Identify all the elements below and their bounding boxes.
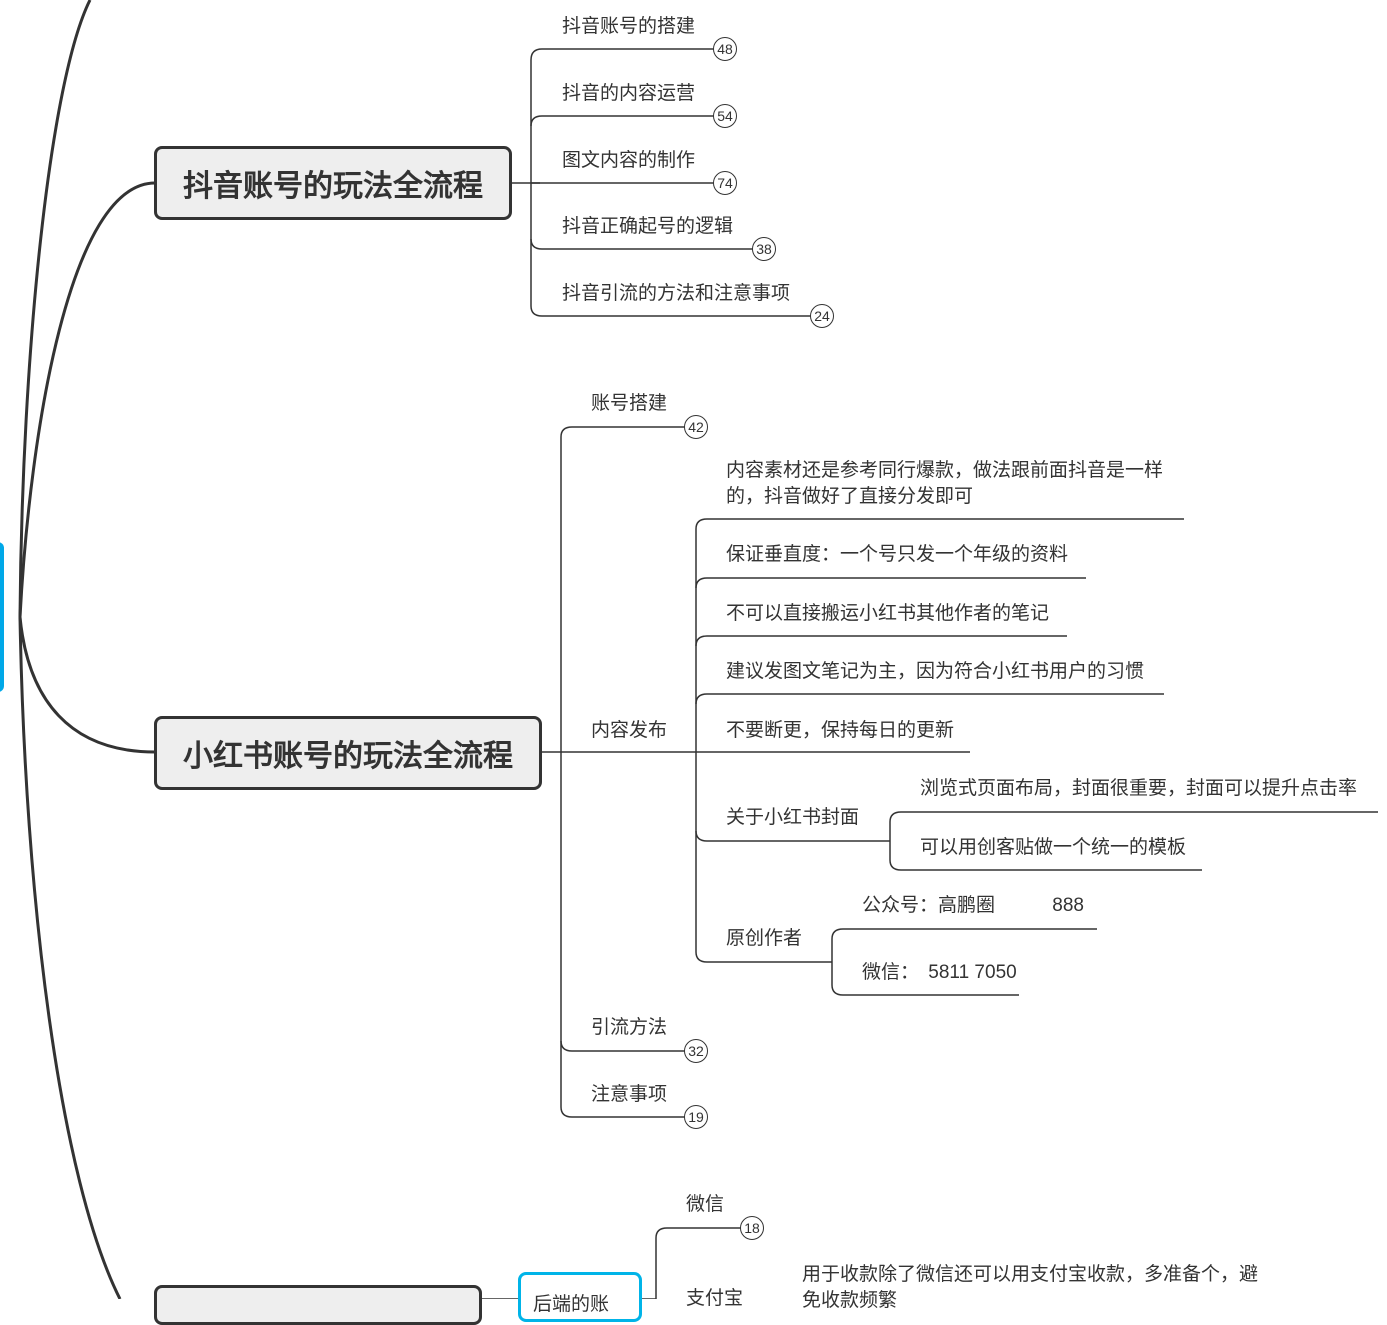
- author-wechat-label: 微信：: [862, 962, 920, 983]
- backend-account-label: 后端的账号: [533, 1294, 610, 1315]
- topic-douyin-title: 抖音账号的玩法全流程: [183, 170, 483, 203]
- douyin-item-5[interactable]: 抖音引流的方法和注意事项: [562, 283, 791, 304]
- xhs-content-publish[interactable]: 内容发布: [591, 720, 668, 741]
- author-gzh-value: 888: [1052, 895, 1084, 916]
- count-badge[interactable]: 18: [740, 1216, 764, 1240]
- alipay-note[interactable]: 用于收款除了微信还可以用支付宝收款，多准备个，避免收款频繁: [802, 1264, 1259, 1311]
- cover-note-1[interactable]: 浏览式页面布局，封面很重要，封面可以提升点击率: [920, 778, 1358, 799]
- douyin-item-1[interactable]: 抖音账号的搭建: [562, 16, 696, 37]
- count-badge[interactable]: 74: [713, 171, 737, 195]
- xhs-notice[interactable]: 注意事项: [591, 1084, 668, 1105]
- count-badge[interactable]: 38: [752, 237, 776, 261]
- count-badge[interactable]: 19: [684, 1105, 708, 1129]
- author-gzh-label: 公众号：高鹏圈: [862, 895, 996, 916]
- count-badge[interactable]: 54: [713, 104, 737, 128]
- content-note-1[interactable]: 内容素材还是参考同行爆款，做法跟前面抖音是一样的，抖音做好了直接分发即可: [726, 460, 1164, 507]
- douyin-item-4[interactable]: 抖音正确起号的逻辑: [562, 216, 734, 237]
- author-wechat[interactable]: 微信： 5811 7050: [862, 961, 1017, 985]
- topic-xiaohongshu[interactable]: 小红书账号的玩法全流程: [154, 716, 542, 790]
- topic-bottom[interactable]: [154, 1285, 482, 1325]
- author-gzh[interactable]: 公众号：高鹏圈 888: [862, 894, 1084, 918]
- count-badge[interactable]: 24: [810, 304, 834, 328]
- content-note-4[interactable]: 建议发图文笔记为主，因为符合小红书用户的习惯: [726, 661, 1145, 682]
- topic-xiaohongshu-title: 小红书账号的玩法全流程: [183, 740, 513, 773]
- content-note-3[interactable]: 不可以直接搬运小红书其他作者的笔记: [726, 603, 1050, 624]
- topic-douyin[interactable]: 抖音账号的玩法全流程: [154, 146, 512, 220]
- content-note-2[interactable]: 保证垂直度：一个号只发一个年级的资料: [726, 544, 1069, 565]
- backend-alipay[interactable]: 支付宝: [686, 1288, 744, 1309]
- count-badge[interactable]: 48: [713, 37, 737, 61]
- root-topic-edge[interactable]: [0, 542, 4, 692]
- count-badge[interactable]: 32: [684, 1039, 708, 1063]
- xhs-traffic-method[interactable]: 引流方法: [591, 1017, 668, 1038]
- xhs-original-author[interactable]: 原创作者: [726, 928, 803, 949]
- count-badge[interactable]: 42: [684, 415, 708, 439]
- backend-wechat[interactable]: 微信: [686, 1194, 725, 1215]
- douyin-item-3[interactable]: 图文内容的制作: [562, 150, 696, 171]
- content-note-5[interactable]: 不要断更，保持每日的更新: [726, 720, 955, 741]
- xhs-account-setup[interactable]: 账号搭建: [591, 393, 668, 414]
- backend-account-box[interactable]: 后端的账号: [518, 1272, 642, 1322]
- cover-note-2[interactable]: 可以用创客贴做一个统一的模板: [920, 837, 1187, 858]
- xhs-cover-topic[interactable]: 关于小红书封面: [726, 807, 860, 828]
- douyin-item-2[interactable]: 抖音的内容运营: [562, 83, 696, 104]
- author-wechat-value: 5811 7050: [928, 962, 1017, 983]
